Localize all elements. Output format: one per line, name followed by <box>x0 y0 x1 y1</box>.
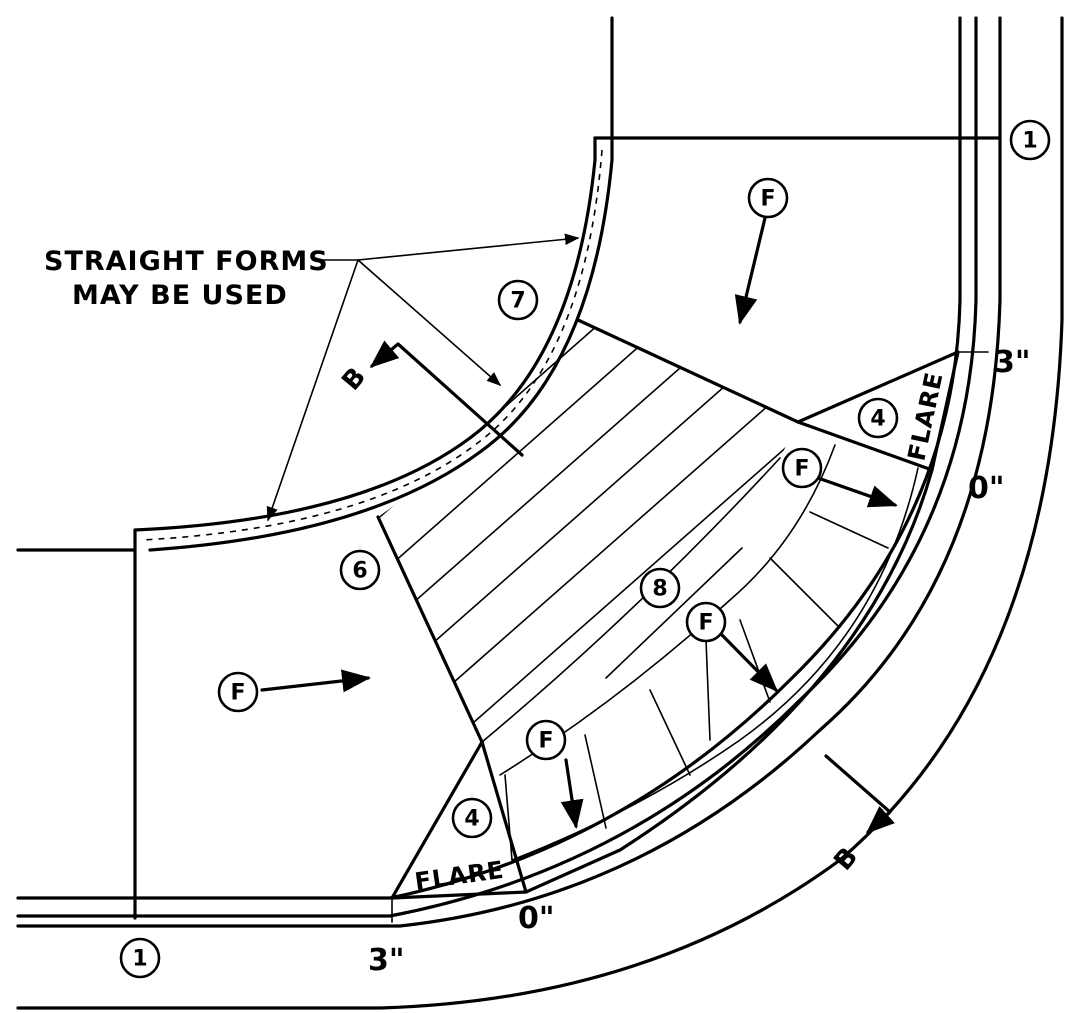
section-cut-lower <box>824 754 895 834</box>
callout-6: 6 <box>339 549 381 591</box>
leader-8 <box>605 547 743 679</box>
svg-text:1: 1 <box>132 947 147 972</box>
dim-top-0in: 0" <box>968 471 1005 506</box>
svg-text:F: F <box>698 611 713 636</box>
dim-bottom-3in: 3" <box>368 943 405 978</box>
callout-4-lower: 4 <box>451 797 493 839</box>
dim-bottom-0in: 0" <box>518 901 555 936</box>
flow-arrow-ramp-top <box>816 476 898 508</box>
flow-arrow-ramp-mid <box>720 633 779 693</box>
flow-arrow-ramp-bot <box>560 758 584 829</box>
svg-text:4: 4 <box>870 407 885 432</box>
svg-text:F: F <box>538 729 553 754</box>
callout-7: 7 <box>497 279 539 321</box>
callout-1-top: 1 <box>1009 119 1051 161</box>
sidewalk-inner-curve-back <box>148 136 614 552</box>
svg-text:4: 4 <box>464 807 479 832</box>
callout-f-ramp-top: F <box>781 447 823 489</box>
svg-text:6: 6 <box>352 559 367 584</box>
ramp-bottom-edge <box>480 420 934 894</box>
dim-top-3in: 3" <box>994 345 1031 380</box>
straight-forms-dash <box>141 149 603 541</box>
callout-8: 8 <box>639 567 681 609</box>
flow-arrow-left <box>260 669 371 693</box>
curb-line-3 <box>16 16 1002 928</box>
svg-text:F: F <box>760 187 775 212</box>
flare-label-upper: FLARE <box>902 369 948 463</box>
callout-f-top: F <box>747 177 789 219</box>
sidewalk-inner-curve <box>133 136 597 920</box>
ramp-curve-inner <box>481 457 781 743</box>
section-label-lower: B <box>828 842 864 876</box>
flow-arrow-top <box>734 216 767 325</box>
svg-text:F: F <box>794 457 809 482</box>
ramp-outline <box>376 318 800 744</box>
section-label-upper: B <box>336 362 372 396</box>
callout-1-bottom: 1 <box>119 937 161 979</box>
callout-f-ramp-bot: F <box>525 719 567 761</box>
note-line-1: STRAIGHT FORMS <box>44 246 329 277</box>
straight-forms-leaders <box>266 233 580 522</box>
svg-text:8: 8 <box>652 577 667 602</box>
callout-f-ramp-mid: F <box>685 601 727 643</box>
warning-band-segments <box>504 511 889 861</box>
svg-text:F: F <box>230 681 245 706</box>
callout-4-upper: 4 <box>857 397 899 439</box>
curb-line-4 <box>16 16 1064 1010</box>
callout-f-left: F <box>217 671 259 713</box>
warning-band-outer-curve <box>511 467 919 861</box>
section-cut-upper <box>369 340 524 457</box>
svg-text:7: 7 <box>510 289 525 314</box>
curb-line-2 <box>16 16 978 918</box>
svg-text:1: 1 <box>1022 129 1037 154</box>
note-line-2: MAY BE USED <box>72 280 288 311</box>
